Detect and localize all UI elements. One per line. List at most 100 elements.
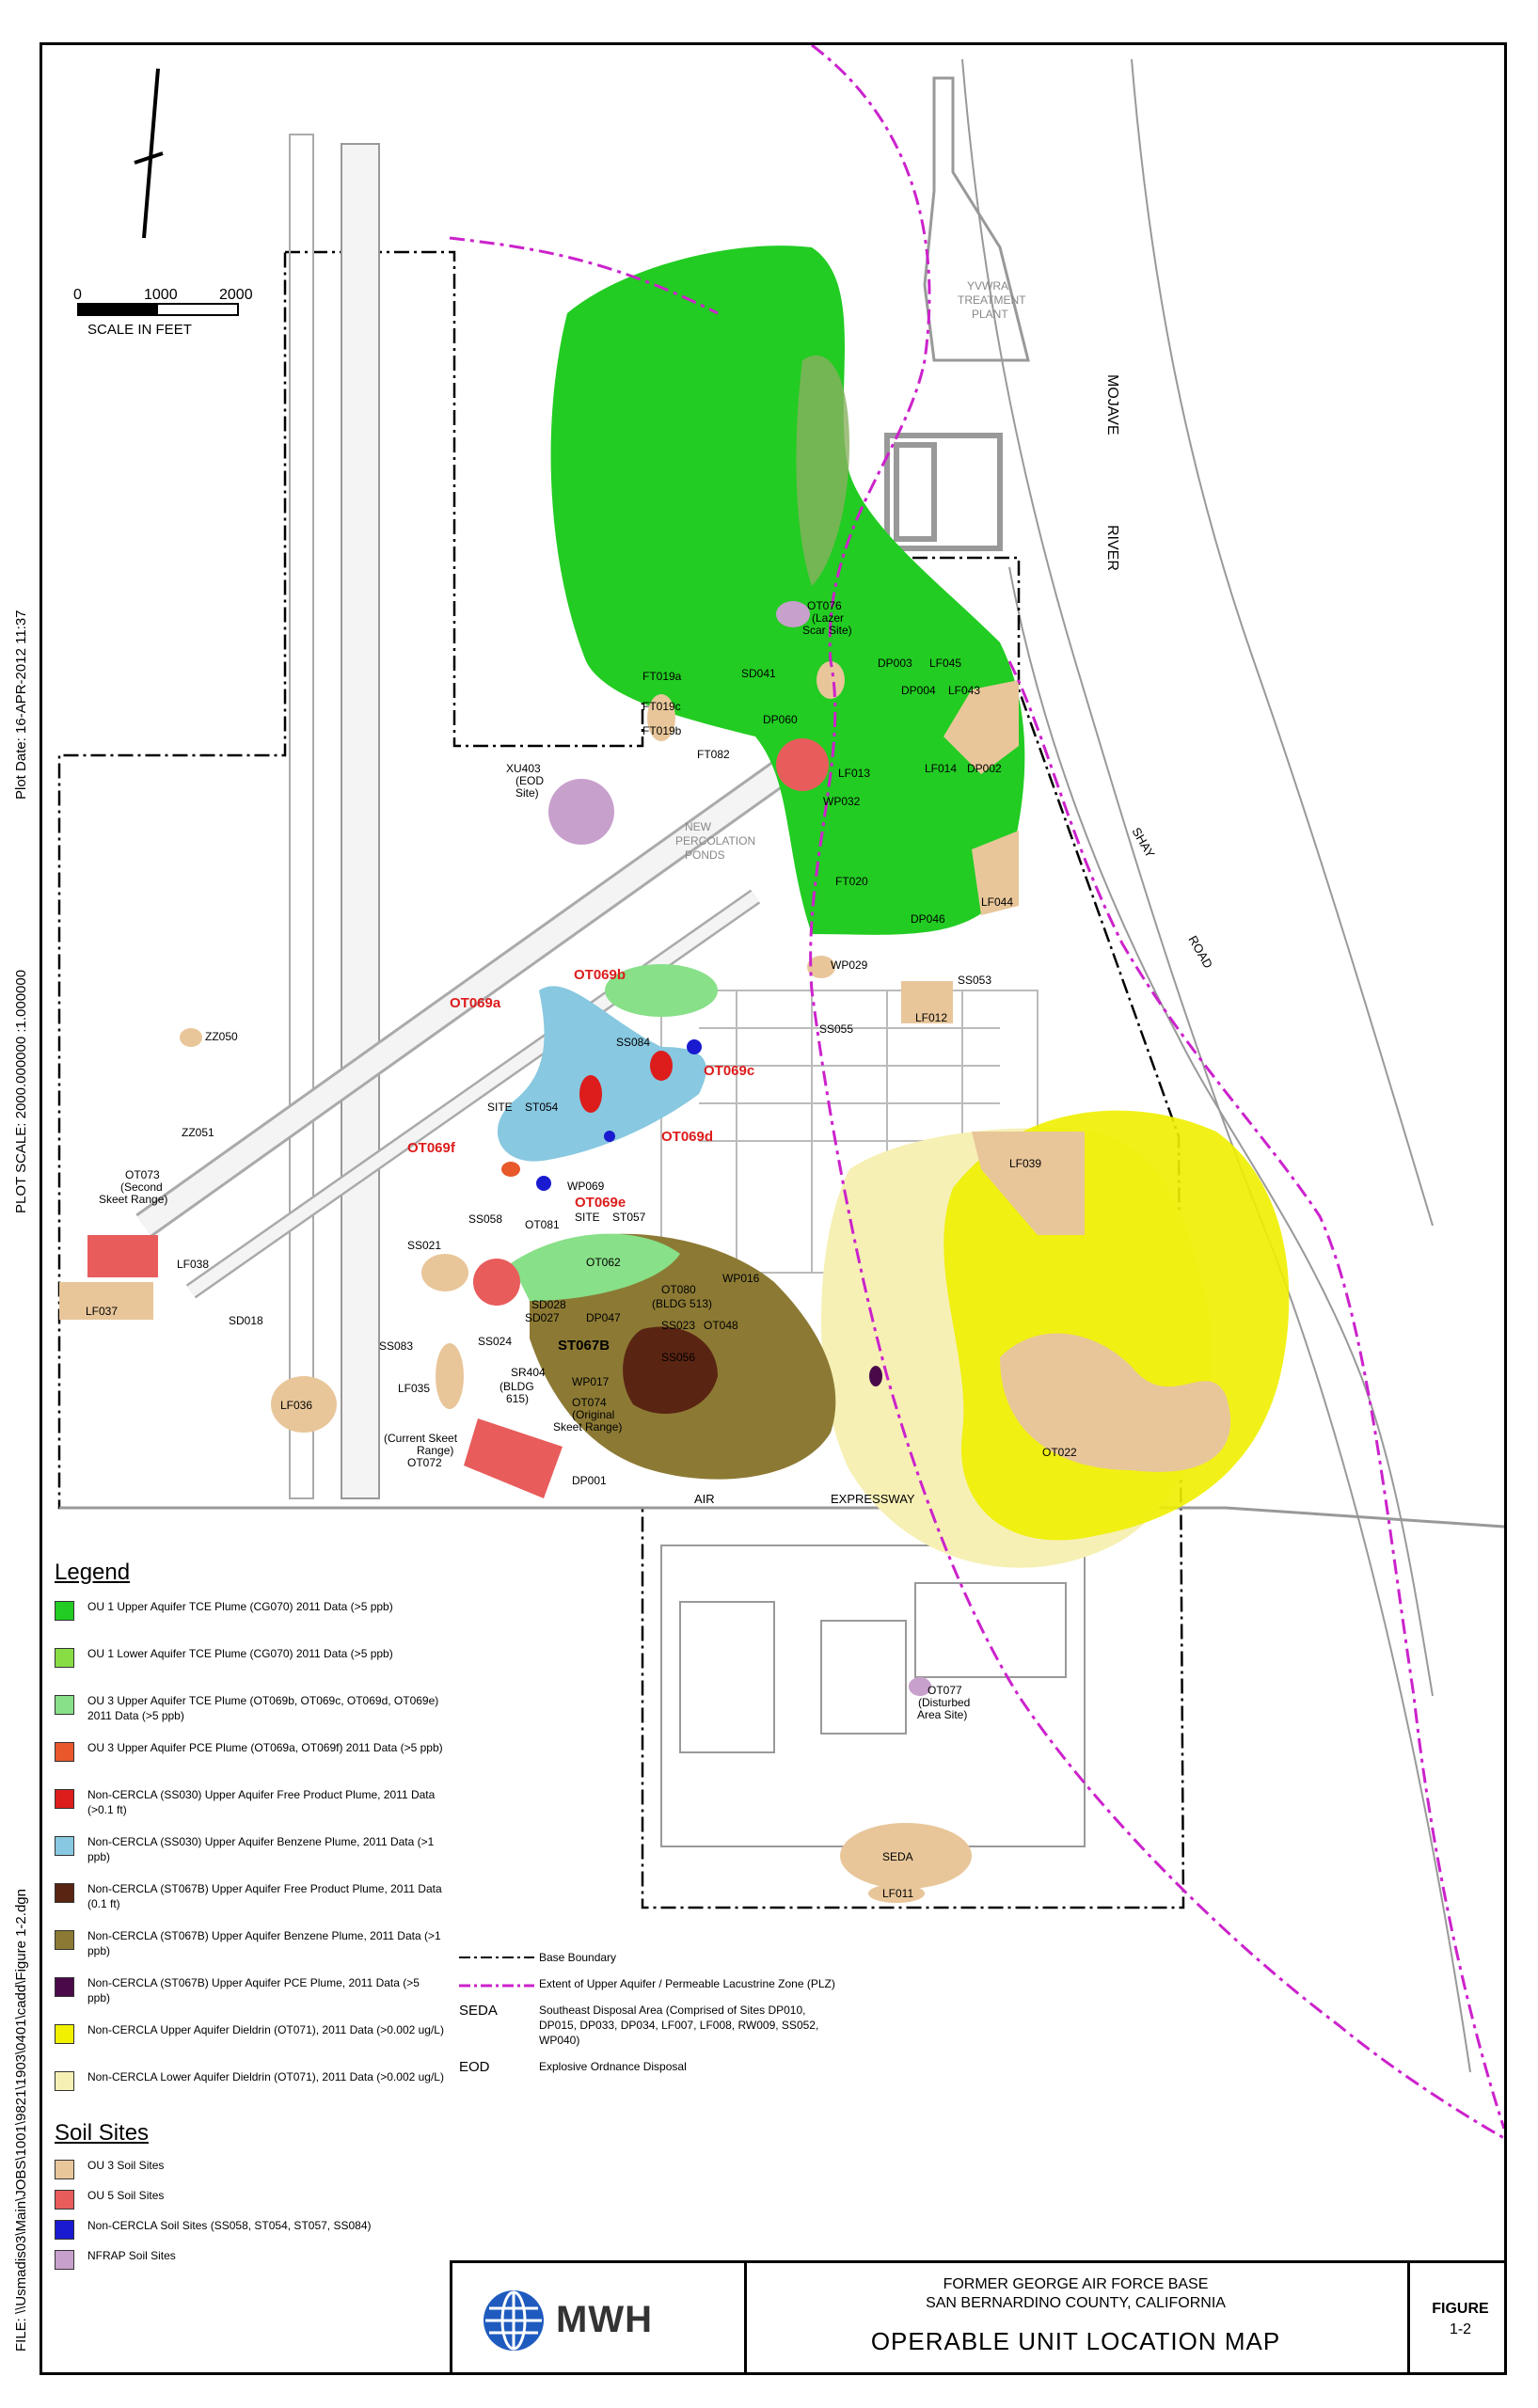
soil-sites-title: Soil Sites: [55, 2120, 150, 2146]
ou3-tce-plume-southwest: [511, 1233, 680, 1301]
figure-number: 1-2: [1449, 2321, 1472, 2337]
label-air: AIR: [694, 1492, 715, 1506]
legend-item: Non-CERCLA Lower Aquifer Dieldrin (OT071…: [55, 2069, 459, 2107]
label-lf013: LF013: [838, 767, 870, 780]
label-site-2: SITE: [575, 1211, 600, 1224]
label-dp004: DP004: [901, 684, 936, 697]
legend-swatch: [55, 1883, 74, 1903]
map-title: OPERABLE UNIT LOCATION MAP: [870, 2327, 1281, 2355]
st067b-free-product-plume: [623, 1326, 718, 1414]
legend-swatch: [55, 1601, 74, 1621]
plz-extent-line-east: [1007, 660, 1504, 2130]
label-ss058: SS058: [468, 1212, 502, 1226]
legend-item: OU 3 Upper Aquifer PCE Plume (OT069a, OT…: [55, 1740, 459, 1778]
legend-label: OU 1 Upper Aquifer TCE Plume (CG070) 201…: [87, 1600, 393, 1613]
legend-swatch: [55, 1930, 74, 1950]
label-wp016: WP016: [722, 1272, 760, 1285]
label-lf036: LF036: [280, 1399, 312, 1412]
label-ot073-sub: (Second: [120, 1180, 163, 1194]
taxiway-west: [289, 134, 314, 1499]
scale-tick-0: 0: [73, 287, 82, 303]
label-bldg513b: 513): [690, 1297, 712, 1310]
river-bank-east: [1131, 58, 1434, 1227]
legend-label: OU 3 Upper Aquifer TCE Plume (OT069b, OT…: [87, 1694, 439, 1722]
ss030-benzene-plume: [497, 986, 706, 1162]
title-line-1: FORMER GEORGE AIR FORCE BASE: [943, 2276, 1209, 2292]
ou3-soil-sites: [59, 661, 1231, 1903]
legend-label: Non-CERCLA (SS030) Upper Aquifer Free Pr…: [87, 1788, 436, 1816]
legend: Legend OU 1 Upper Aquifer TCE Plume (CG0…: [55, 1560, 459, 2278]
ou1-lower-tce-plume: [796, 355, 849, 586]
label-lf038: LF038: [177, 1258, 209, 1271]
mwh-logo-text: MWH: [556, 2299, 653, 2340]
label-xu403: XU403: [506, 762, 541, 775]
ou3-tce-plume-north: [605, 964, 718, 1017]
legend-swatch: [55, 1789, 74, 1809]
label-ot069e: OT069e: [575, 1195, 626, 1211]
soil-site-item: Non-CERCLA Soil Sites (SS058, ST054, ST0…: [55, 2218, 459, 2248]
legend-swatch: [55, 1977, 74, 1997]
soil-site-label: Non-CERCLA Soil Sites (SS058, ST054, ST0…: [87, 2219, 372, 2232]
label-ot077: OT077: [928, 1684, 962, 1697]
label-ot022: OT022: [1042, 1446, 1077, 1459]
legend-item: Non-CERCLA (SS030) Upper Aquifer Benzene…: [55, 1834, 459, 1872]
soil-site-swatch: [55, 2220, 74, 2240]
legend-item: Non-CERCLA Upper Aquifer Dieldrin (OT071…: [55, 2022, 459, 2060]
legend-item: Non-CERCLA (ST067B) Upper Aquifer PCE Pl…: [55, 1975, 459, 2013]
label-ft019b: FT019b: [642, 724, 682, 737]
label-ss023: SS023: [661, 1319, 695, 1332]
label-st057: ST057: [612, 1211, 646, 1224]
scale-tick-2000: 2000: [219, 287, 253, 303]
legend-title: Legend: [55, 1560, 131, 1585]
label-wp017: WP017: [572, 1375, 610, 1388]
label-lf035: LF035: [398, 1382, 430, 1395]
legend-label: Non-CERCLA Upper Aquifer Dieldrin (OT071…: [87, 2023, 444, 2036]
label-dp047: DP047: [586, 1311, 621, 1324]
legend-item: Non-CERCLA (SS030) Upper Aquifer Free Pr…: [55, 1787, 459, 1825]
label-ot077-sub2: Area Site): [917, 1708, 967, 1721]
label-lf039: LF039: [1009, 1157, 1041, 1170]
label-st067b: ST067B: [558, 1338, 610, 1354]
label-ponds: PONDS: [685, 848, 725, 862]
soil-site-label: NFRAP Soil Sites: [87, 2249, 176, 2262]
label-ft020: FT020: [835, 875, 868, 888]
legend-item: Non-CERCLA (ST067B) Upper Aquifer Benzen…: [55, 1928, 459, 1966]
legend-swatch: [55, 1648, 74, 1668]
legend-swatch: [55, 1695, 74, 1715]
label-ot073-sub2: Skeet Range): [99, 1193, 167, 1206]
legend-item: OU 1 Upper Aquifer TCE Plume (CG070) 201…: [55, 1599, 459, 1637]
label-site-1: SITE: [487, 1101, 513, 1114]
label-ot074-sub2: Skeet Range): [553, 1420, 622, 1434]
plot-scale-label: PLOT SCALE: 2000.000000 :1.000000: [13, 969, 29, 1213]
label-sd041: SD041: [741, 667, 776, 680]
label-ss055: SS055: [819, 1022, 853, 1036]
legend-label: Non-CERCLA Lower Aquifer Dieldrin (OT071…: [87, 2070, 444, 2083]
soil-site-item: OU 5 Soil Sites: [55, 2188, 459, 2218]
line-legend-plz: Extent of Upper Aquifer / Permeable Lacu…: [539, 1977, 835, 1990]
label-wp032: WP032: [823, 795, 861, 808]
soil-site-label: OU 5 Soil Sites: [87, 2189, 165, 2202]
new-ponds-north: [884, 433, 1003, 551]
label-ot069a: OT069a: [450, 995, 501, 1011]
legend-label: Non-CERCLA (ST067B) Upper Aquifer Free P…: [87, 1882, 442, 1910]
globe-logo-icon: [484, 2290, 544, 2351]
air-expressway: [59, 1506, 1504, 1529]
legend-swatch: [55, 1836, 74, 1856]
shay-road: [1008, 566, 1434, 1697]
logo-box: MWH: [452, 2263, 747, 2372]
figure-box: FIGURE 1-2: [1407, 2263, 1504, 2372]
line-legend-base: Base Boundary: [539, 1951, 617, 1964]
soil-site-item: OU 3 Soil Sites: [55, 2158, 459, 2188]
legend-item: Non-CERCLA (ST067B) Upper Aquifer Free P…: [55, 1881, 459, 1919]
legend-swatch: [55, 2071, 74, 2091]
river-bank-west: [961, 58, 1471, 2073]
label-sd028: SD028: [531, 1298, 566, 1311]
label-ot081: OT081: [525, 1218, 560, 1231]
yvwra-plant: [923, 76, 1030, 362]
label-ot074-sub: (Original: [572, 1408, 614, 1421]
label-sd027: SD027: [525, 1311, 560, 1324]
runway-diag-2-inner: [187, 891, 759, 1297]
label-ft082: FT082: [697, 748, 730, 761]
